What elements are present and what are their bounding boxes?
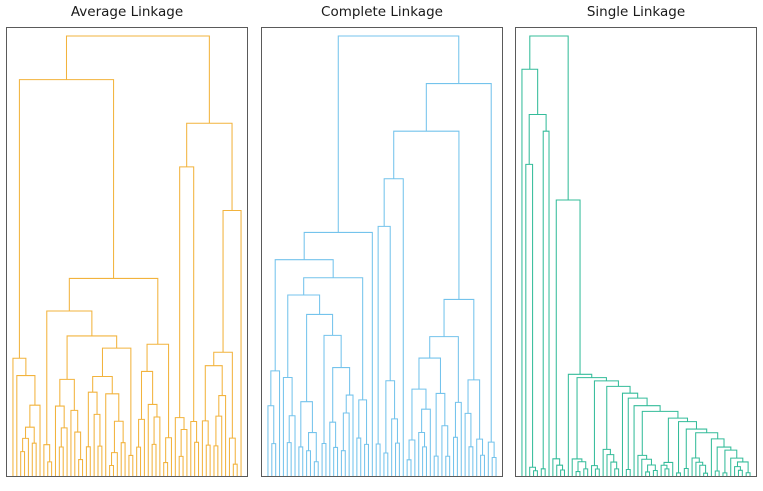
- dendrogram-panel-average[interactable]: [6, 27, 248, 477]
- dendrogram-single: [521, 35, 751, 476]
- dendrogram-average: [12, 35, 242, 476]
- dendrogram-panel-complete[interactable]: [261, 27, 503, 477]
- panel-title-average: Average Linkage: [70, 4, 184, 20]
- panel-title-single: Single Linkage: [586, 4, 686, 20]
- dendrogram-panel-single[interactable]: [515, 27, 757, 477]
- panel-title-complete: Complete Linkage: [321, 4, 443, 20]
- dendrogram-complete: [267, 35, 497, 476]
